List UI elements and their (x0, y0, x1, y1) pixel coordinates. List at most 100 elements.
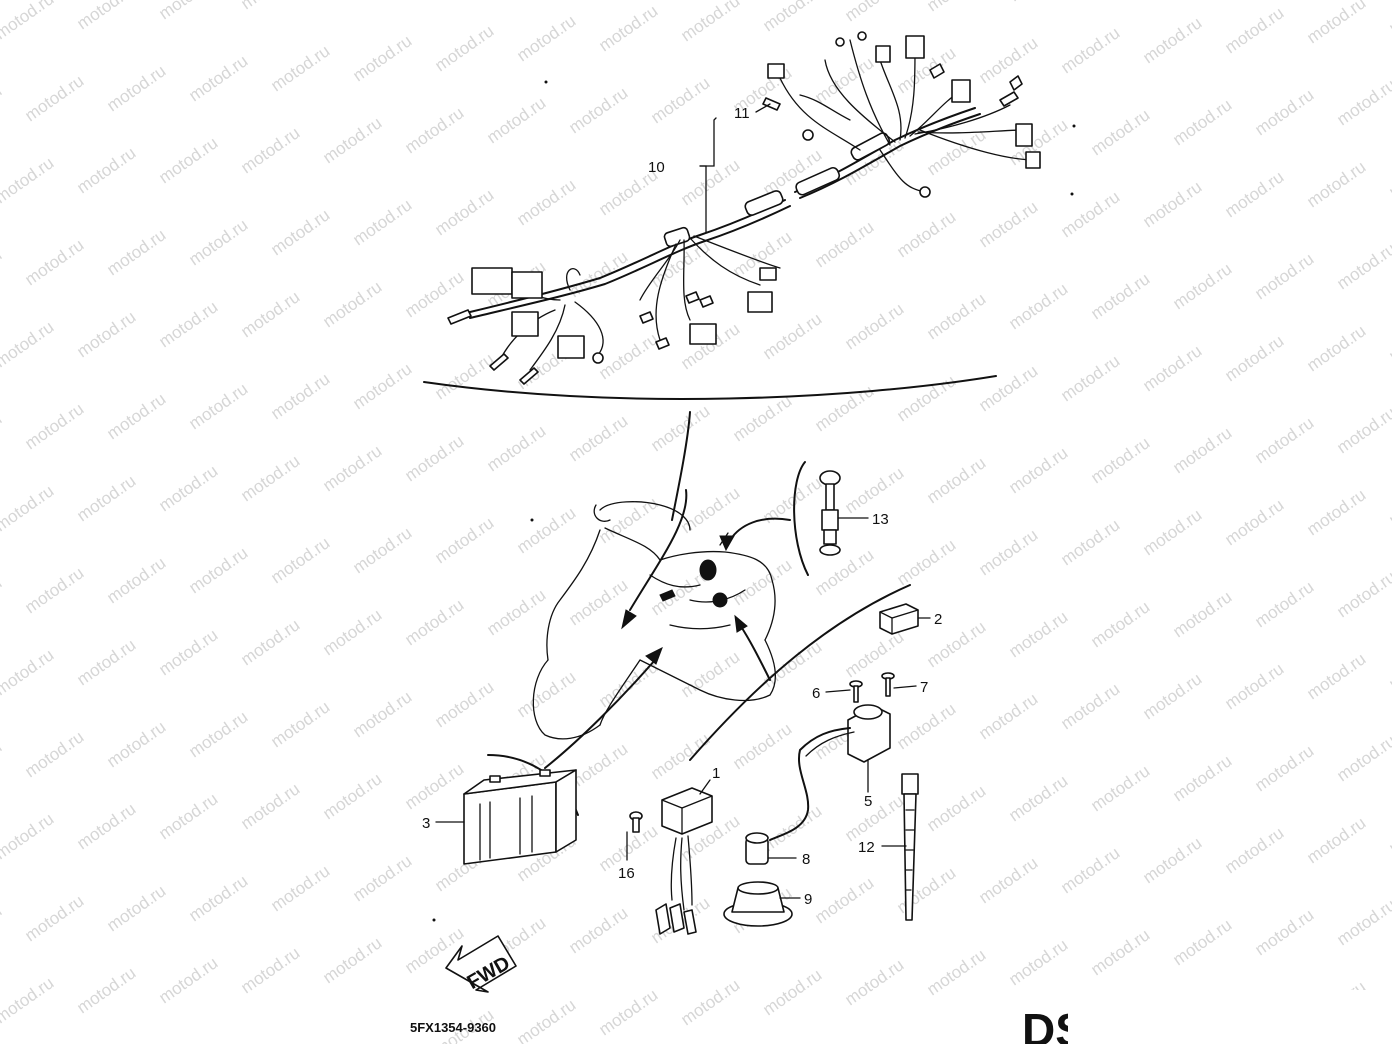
watermark-text: motod.ru (237, 451, 303, 505)
watermark-text: motod.ru (1087, 433, 1153, 487)
watermark-text: motod.ru (893, 863, 959, 917)
watermark-text: motod.ru (349, 195, 415, 249)
watermark-text: motod.ru (1139, 505, 1205, 559)
watermark-text: motod.ru (319, 605, 385, 659)
watermark-text: motod.ru (1057, 515, 1123, 569)
watermark-text: motod.ru (319, 933, 385, 987)
watermark-text: motod.ru (677, 155, 743, 209)
callout-10: 10 (648, 159, 665, 176)
watermark-text: motod.ru (185, 707, 251, 761)
watermark-text: motod.ru (759, 309, 825, 363)
watermark-text: motod.ru (401, 595, 467, 649)
watermark-text: motod.ru (349, 851, 415, 905)
watermark-text: motod.ru (647, 729, 713, 783)
watermark-text: motod.ru (1303, 0, 1369, 47)
watermark-text: motod.ru (0, 573, 5, 627)
watermark-text: motod.ru (0, 153, 57, 207)
watermark-text: motod.ru (267, 861, 333, 915)
watermark-text: motod.ru (185, 871, 251, 925)
watermark-text: motod.ru (1005, 607, 1071, 661)
watermark-text: motod.ru (319, 441, 385, 495)
watermark-text: motod.ru (1169, 423, 1235, 477)
watermark-text: motod.ru (185, 379, 251, 433)
watermark-text: motod.ru (1169, 587, 1235, 641)
watermark-text: motod.ru (267, 697, 333, 751)
watermark-text: motod.ru (1385, 311, 1392, 365)
watermark-text: motod.ru (811, 873, 877, 927)
watermark-text: motod.ru (155, 625, 221, 679)
watermark-text: motod.ru (975, 197, 1041, 251)
watermark-text: motod.ru (565, 903, 631, 957)
watermark-text: motod.ru (21, 235, 87, 289)
part-3-battery (463, 769, 577, 865)
watermark-text: motod.ru (841, 299, 907, 353)
callout-2: 2 (934, 611, 942, 628)
watermark-text: motod.ru (237, 779, 303, 833)
watermark-text: motod.ru (1139, 13, 1205, 67)
watermark-text: motod.ru (1385, 475, 1392, 529)
watermark-text: motod.ru (923, 289, 989, 343)
watermark-text: motod.ru (811, 217, 877, 271)
watermark-text: motod.ru (431, 677, 497, 731)
watermark-text: motod.ru (267, 41, 333, 95)
watermark-text: motod.ru (1005, 443, 1071, 497)
watermark-text: motod.ru (1303, 321, 1369, 375)
watermark-text: motod.ru (431, 21, 497, 75)
watermark-text: motod.ru (483, 585, 549, 639)
watermark-text: motod.ru (1221, 823, 1287, 877)
watermark-text: motod.ru (185, 215, 251, 269)
watermark-text: motod.ru (1333, 403, 1392, 457)
watermark-text: motod.ru (349, 359, 415, 413)
watermark-text: motod.ru (1251, 741, 1317, 795)
watermark-text: motod.ru (513, 667, 579, 721)
part-7-screw (881, 672, 895, 697)
part-16-bolt (629, 811, 643, 833)
watermark-text: motod.ru (237, 287, 303, 341)
watermark-text: motod.ru (155, 789, 221, 843)
callout-11: 11 (734, 105, 750, 122)
watermark-text: motod.ru (237, 123, 303, 177)
part-13-grommet (819, 470, 841, 556)
watermark-text: motod.ru (0, 901, 5, 955)
watermark-text: motod.ru (923, 0, 989, 15)
watermark-text: motod.ru (1333, 895, 1392, 949)
callout-16: 16 (618, 865, 635, 882)
watermark-text: motod.ru (349, 523, 415, 577)
watermark-text: motod.ru (1087, 105, 1153, 159)
leader-lines (435, 103, 931, 899)
watermark-text: motod.ru (319, 277, 385, 331)
watermark-text: motod.ru (483, 93, 549, 147)
watermark-text: motod.ru (1057, 679, 1123, 733)
watermark-text: motod.ru (21, 399, 87, 453)
watermark-text: motod.ru (1251, 413, 1317, 467)
watermark-text: motod.ru (975, 525, 1041, 579)
watermark-text: motod.ru (647, 401, 713, 455)
watermark-text: motod.ru (1139, 341, 1205, 395)
watermark-text: motod.ru (401, 431, 467, 485)
callout-5: 5 (864, 793, 872, 810)
watermark-text: motod.ru (401, 759, 467, 813)
watermark-text: motod.ru (73, 0, 139, 33)
watermark-text: motod.ru (677, 0, 743, 45)
watermark-text: motod.ru (893, 699, 959, 753)
watermark-text: motod.ru (267, 369, 333, 423)
watermark-text: motod.ru (759, 637, 825, 691)
watermark-text: motod.ru (431, 185, 497, 239)
watermark-text: motod.ru (1169, 259, 1235, 313)
watermark-text: motod.ru (513, 503, 579, 557)
watermark-text: motod.ru (975, 689, 1041, 743)
watermark-text: motod.ru (677, 647, 743, 701)
watermark-text: motod.ru (155, 297, 221, 351)
watermark-text: motod.ru (0, 245, 5, 299)
watermark-text: motod.ru (1303, 649, 1369, 703)
watermark-text: motod.ru (349, 687, 415, 741)
callout-12: 12 (858, 839, 875, 856)
watermark-text: motod.ru (1057, 843, 1123, 897)
watermark-text: motod.ru (103, 553, 169, 607)
watermark-text: motod.ru (1087, 925, 1153, 979)
watermark-text: motod.ru (1333, 731, 1392, 785)
part-8-plug-cap (745, 832, 769, 865)
watermark-text: motod.ru (1251, 905, 1317, 959)
watermark-text: motod.ru (513, 175, 579, 229)
